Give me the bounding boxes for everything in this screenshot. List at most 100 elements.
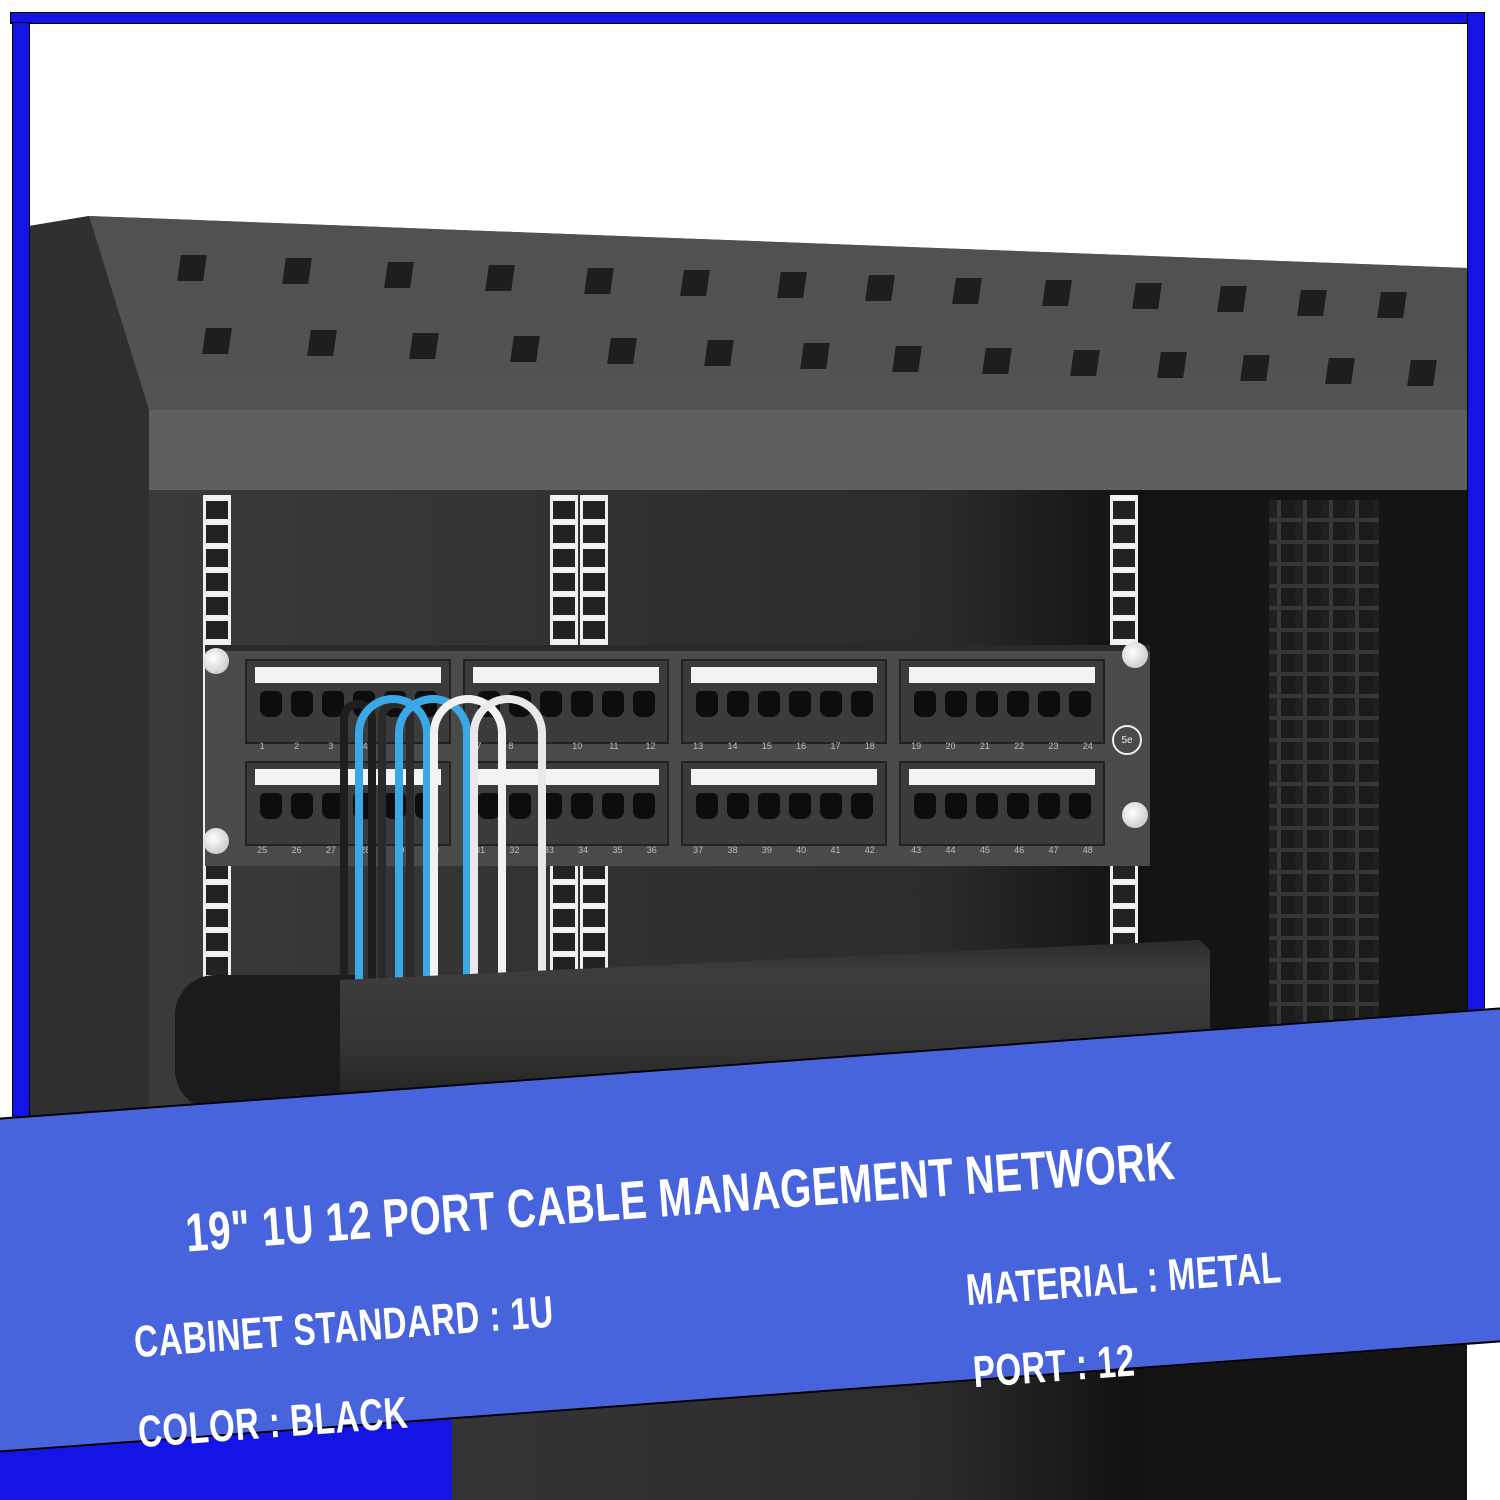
port-number: 1 [259,741,265,751]
port-block [681,659,887,744]
port-number: 24 [1082,741,1093,751]
rj45-port[interactable] [259,793,282,819]
rj45-port[interactable] [539,691,562,717]
vent-icon [1217,286,1247,312]
port-number: 47 [1048,845,1059,855]
vent-icon [800,343,830,369]
rj45-port[interactable] [788,691,811,717]
rj45-port[interactable] [757,793,780,819]
rj45-port[interactable] [570,691,593,717]
rj45-port[interactable] [508,793,531,819]
vent-icon [704,340,734,366]
rj45-port[interactable] [1037,793,1060,819]
rj45-port[interactable] [975,793,998,819]
vent-icon [282,258,312,284]
rj45-port[interactable] [259,691,282,717]
rj45-port[interactable] [1068,691,1091,717]
rj45-port[interactable] [601,793,624,819]
rj45-port[interactable] [290,793,313,819]
port-number: 16 [796,741,807,751]
vent-icon [952,278,982,304]
rj45-port[interactable] [601,691,624,717]
rj45-port[interactable] [819,691,842,717]
vent-icon [865,275,895,301]
port-number: 42 [864,845,875,855]
rj45-port[interactable] [850,793,873,819]
port-number: 43 [911,845,922,855]
cat5e-logo-icon: 5e [1112,725,1142,755]
rj45-port[interactable] [695,793,718,819]
rj45-port[interactable] [290,691,313,717]
screw-icon [203,828,229,854]
vent-icon [485,265,515,291]
vent-icon [1132,283,1162,309]
rj45-port[interactable] [632,691,655,717]
rj45-port[interactable] [944,691,967,717]
port-number: 25 [257,845,268,855]
rj45-port[interactable] [695,691,718,717]
vent-icon [202,328,232,354]
rj45-port[interactable] [726,793,749,819]
patch-cable-white [430,695,506,1183]
port-number: 40 [796,845,807,855]
port-number: 17 [830,741,841,751]
label-strip [909,667,1095,683]
label-strip [691,667,877,683]
port-block [681,761,887,846]
port-number: 37 [693,845,704,855]
rj45-port[interactable] [1006,793,1029,819]
rj45-port[interactable] [913,793,936,819]
rj45-port[interactable] [570,793,593,819]
port-number: 45 [979,845,990,855]
rj45-port[interactable] [477,793,500,819]
vent-icon [1157,352,1187,378]
rj45-port[interactable] [632,793,655,819]
rj45-port[interactable] [850,691,873,717]
port-number: 31 [475,845,486,855]
vent-icon [982,348,1012,374]
port-number: 10 [572,741,583,751]
label-strip [909,769,1095,785]
rj45-port[interactable] [726,691,749,717]
port-number: 21 [979,741,990,751]
vent-icon [510,336,540,362]
cable-manager-end [175,975,355,1110]
rj45-port[interactable] [975,691,998,717]
rj45-port[interactable] [1037,691,1060,717]
label-strip [473,769,659,785]
port-number: 19 [911,741,922,751]
rj45-port[interactable] [1068,793,1091,819]
rj45-port[interactable] [321,793,344,819]
port-number: 13 [693,741,704,751]
vent-icon [1377,292,1407,318]
rj45-port[interactable] [757,691,780,717]
label-strip [473,667,659,683]
port-number: 46 [1014,845,1025,855]
rj45-port[interactable] [944,793,967,819]
screw-icon [1122,802,1148,828]
port-number: 36 [646,845,657,855]
port-block [899,761,1105,846]
port-number: 33 [543,845,554,855]
label-strip [255,769,441,785]
vent-icon [607,338,637,364]
port-number: 23 [1048,741,1059,751]
vent-icon [307,330,337,356]
rj45-port[interactable] [321,691,344,717]
patch-cable-blue [355,695,431,1183]
port-number: 15 [761,741,772,751]
rj45-port[interactable] [913,691,936,717]
port-number: 44 [945,845,956,855]
port-number: 41 [830,845,841,855]
port-number: 39 [761,845,772,855]
frame-top [10,12,1468,24]
rj45-port[interactable] [819,793,842,819]
rj45-port[interactable] [1006,691,1029,717]
rj45-port[interactable] [788,793,811,819]
patch-cable-blue [395,695,471,1183]
vent-icon [892,346,922,372]
port-number: 14 [727,741,738,751]
vent-icon [1325,358,1355,384]
port-number: 3 [328,741,334,751]
port-number: 20 [945,741,956,751]
